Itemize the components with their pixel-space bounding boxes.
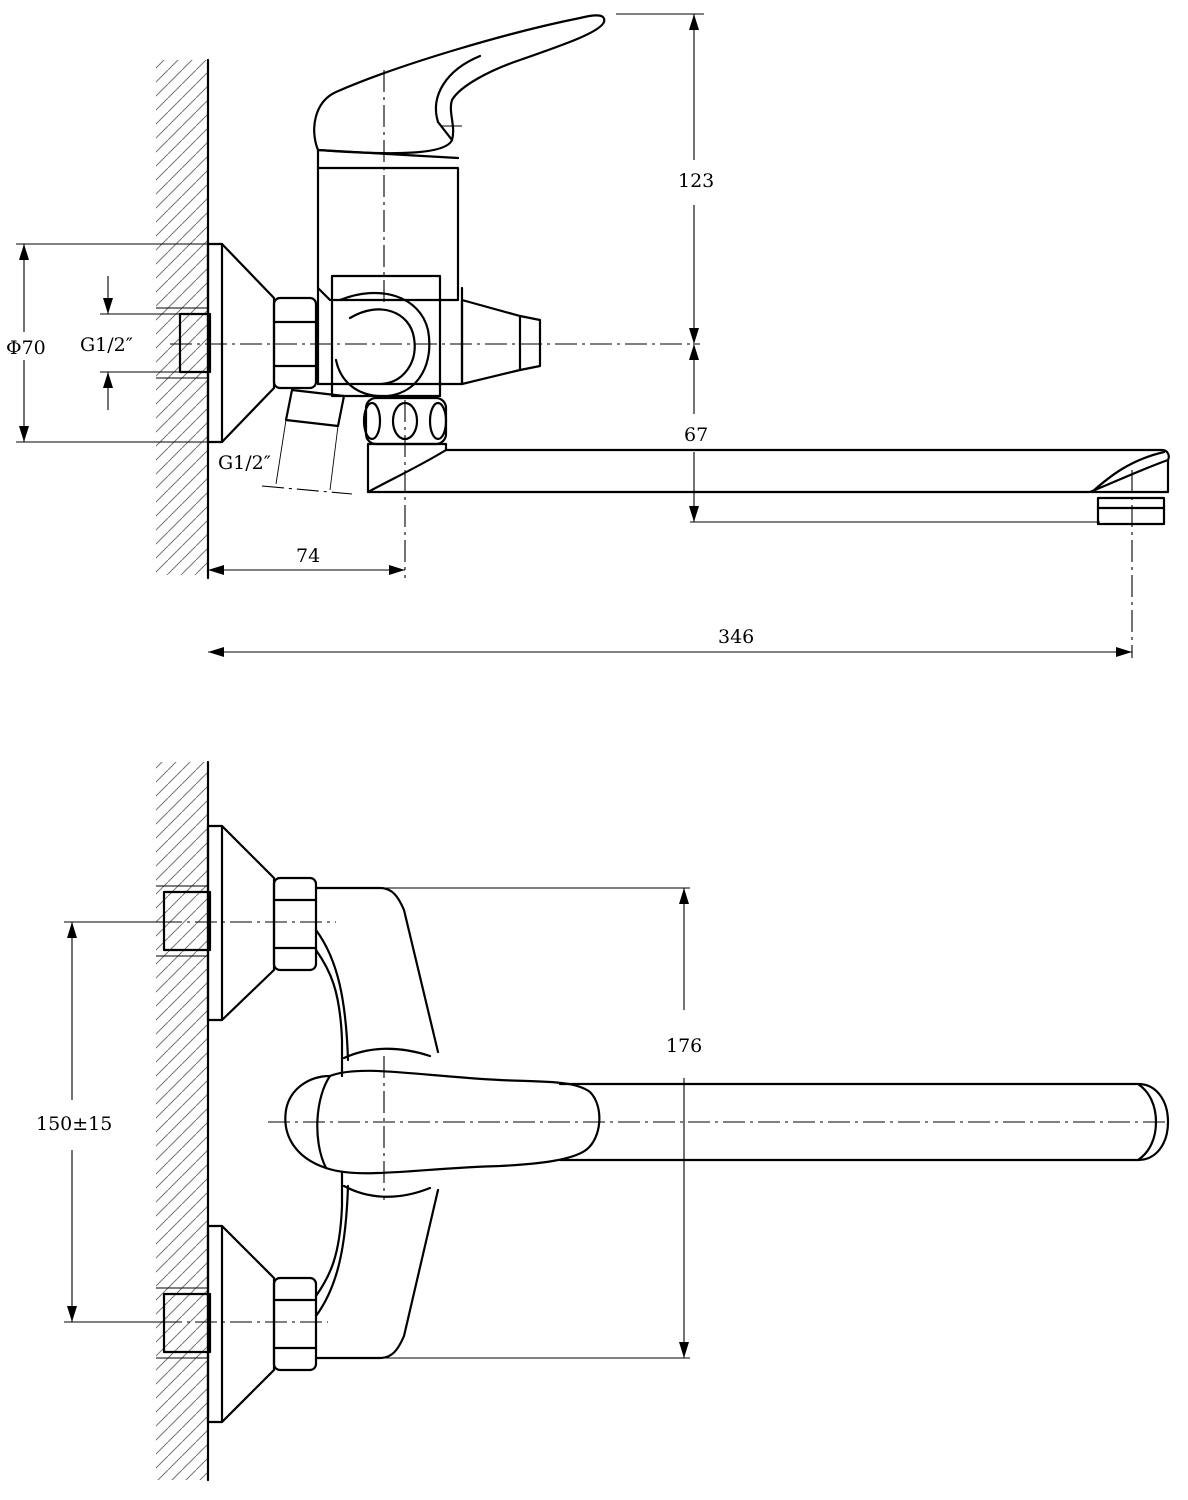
inlet-pipe-side (156, 307, 212, 379)
dimension-body-height: 123 (616, 13, 714, 344)
side-view: 123 67 Φ70 G1/2 (6, 13, 1170, 658)
dimension-shower-outlet-thread-label: G1/2″ (218, 452, 271, 474)
dimension-body-width: 176 (340, 887, 702, 1359)
spout-side (366, 442, 1170, 526)
hex-nut-side (272, 296, 318, 390)
dimension-spout-height-label: 67 (684, 424, 708, 446)
dimension-inlet-spacing: 150±15 (36, 921, 164, 1323)
dimension-body-height-label: 123 (678, 170, 714, 192)
valve-body-side (316, 148, 542, 398)
dimension-spout-reach: 346 (208, 626, 1132, 657)
valve-body-top (314, 886, 440, 1360)
dimension-inlet-spacing-label: 150±15 (36, 1113, 112, 1135)
lower-inlet-top (156, 1224, 318, 1424)
dimension-spout-reach-label: 346 (718, 626, 754, 648)
wall-section-side (156, 58, 210, 580)
centerlines-top (160, 921, 1170, 1323)
dimension-shower-outlet-thread: G1/2″ (218, 419, 339, 491)
dimension-inlet-thread-label: G1/2″ (80, 334, 133, 356)
top-view: 176 150±15 (36, 760, 1170, 1482)
lever-handle-side (313, 14, 606, 155)
lever-handle-top (284, 1069, 601, 1175)
dimension-flange-diameter: Φ70 (6, 243, 208, 443)
dimension-spout-height: 67 (684, 344, 1100, 523)
shower-outlet-thread (284, 388, 346, 428)
dimension-wall-to-body-label: 74 (296, 545, 320, 567)
wall-section-top (156, 760, 210, 1482)
dimension-flange-diameter-label: Φ70 (6, 337, 46, 359)
flange-side (206, 242, 276, 444)
dimension-body-width-label: 176 (666, 1035, 702, 1057)
dimension-wall-to-body: 74 (208, 545, 405, 575)
centerlines-side (170, 70, 1133, 658)
dimension-inlet-thread: G1/2″ (80, 276, 180, 410)
upper-inlet-top (156, 824, 318, 1022)
